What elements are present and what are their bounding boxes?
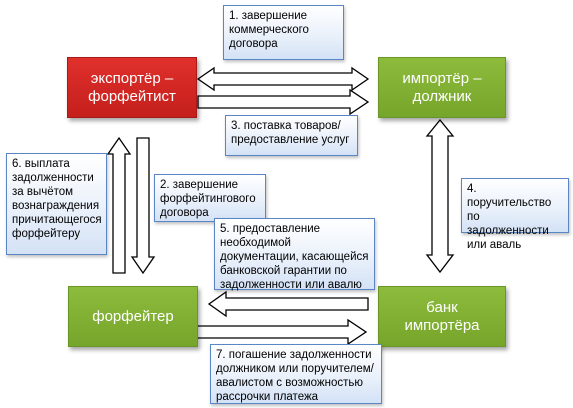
node-importer: импортёр – должник [378, 57, 506, 118]
node-exporter: экспортёр – форфейтист [67, 57, 197, 118]
arrow-documents [207, 290, 369, 318]
arrow-contract [196, 66, 370, 92]
step-1-note: 1. завершение коммерческого договора [223, 5, 344, 60]
step-6-note: 6. выплата задолженности за вычётом возн… [6, 153, 107, 255]
node-exporter-label: экспортёр – форфейтист [88, 69, 176, 105]
node-importer-bank-label: банк импортёра [404, 298, 480, 334]
step-2-note: 2. завершение форфейтингового договора [154, 174, 266, 222]
arrow-guarantee [425, 118, 455, 274]
arrow-delivery [197, 88, 370, 116]
step-4-note: 4. поручительство по задолженности или а… [461, 178, 569, 251]
arrow-repayment [195, 318, 368, 346]
step-3-note: 3. поставка товаров/ предоставление услу… [225, 115, 358, 156]
node-importer-bank: банк импортёра [378, 286, 506, 347]
step-7-note: 7. погашение задолженности должником или… [210, 344, 382, 404]
arrow-payment [106, 136, 132, 274]
arrow-forfaiting-contract [130, 137, 156, 275]
node-forfaiter-label: форфейтер [92, 307, 174, 325]
node-forfaiter: форфейтер [68, 286, 198, 347]
node-importer-label: импортёр – должник [402, 69, 482, 105]
step-5-note: 5. предоставление необходимой документац… [214, 218, 375, 291]
